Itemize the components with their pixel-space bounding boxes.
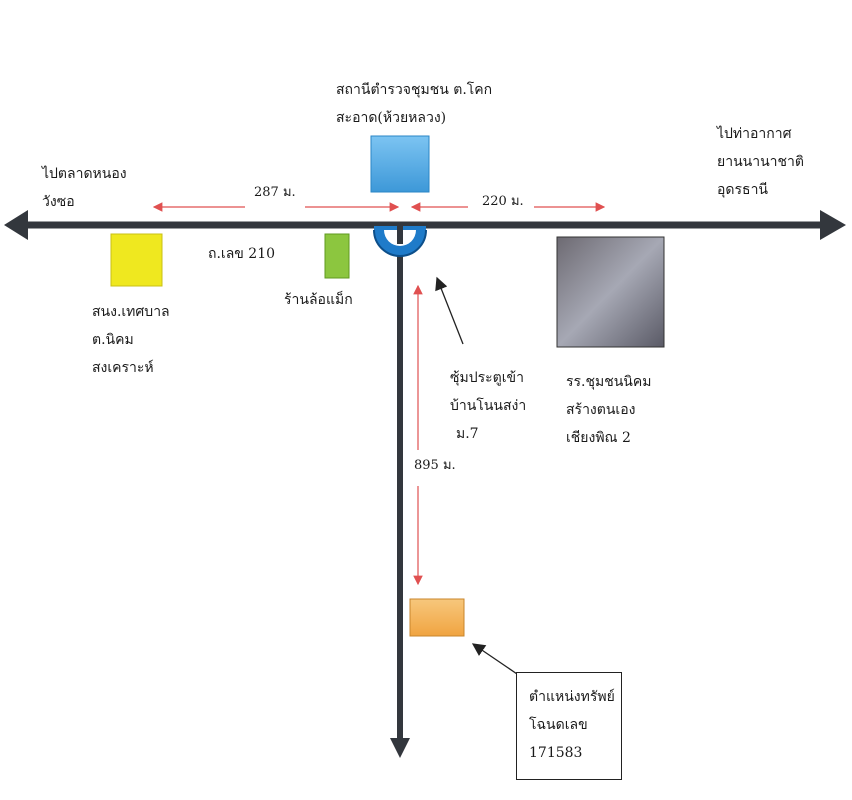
main-road [4, 210, 846, 240]
school-photo [556, 236, 665, 348]
label-line: สร้างตนเอง [566, 402, 636, 418]
gate-pointer-arrow [435, 276, 464, 345]
label-line: วังซอ [42, 194, 75, 210]
property-callout: ตำแหน่งทรัพย์ โฉนดเลข 171583 [516, 672, 622, 780]
distance-left-label: 287 ม. [250, 184, 300, 202]
callout-line: ตำแหน่งทรัพย์ [529, 689, 615, 705]
label-road-name: ถ.เลข 210 [208, 246, 276, 262]
property-box [409, 598, 465, 637]
label-line: อุดรธานี [717, 182, 768, 198]
callout-line: โฉนดเลข [529, 717, 588, 733]
side-road [390, 232, 410, 758]
label-line: สะอาด(ห้วยหลวง) [336, 110, 447, 126]
label-line: รร.ชุมชนนิคม [566, 374, 652, 390]
label-line: สงเคราะห์ [92, 360, 154, 376]
distance-down-label: 895 ม. [410, 457, 460, 475]
label-line: สนง.เทศบาล [92, 304, 170, 320]
label-line: ต.นิคม [92, 332, 134, 348]
label-police-station: สถานีตำรวจชุมชน ต.โคก สะอาด(ห้วยหลวง) [336, 76, 492, 132]
label-line: ไปตลาดหนอง [42, 166, 127, 182]
property-pointer-arrow [471, 643, 521, 677]
label-to-airport: ไปท่าอากาศ ยานนานาชาติ อุดรธานี [717, 120, 804, 204]
label-line: บ้านโนนสง่า [450, 398, 527, 414]
label-line: ยานนานาชาติ [717, 154, 804, 170]
distance-right-label: 220 ม. [478, 193, 528, 211]
label-line: ซุ้มประตูเข้า [450, 370, 524, 386]
label-line: ไปท่าอากาศ [717, 126, 792, 142]
label-village-gate: ซุ้มประตูเข้า บ้านโนนสง่า ม.7 [450, 364, 526, 448]
label-school: รร.ชุมชนนิคม สร้างตนเอง เชียงพิณ 2 [566, 368, 651, 452]
municipal-office-box [110, 233, 163, 287]
police-station-box [370, 135, 430, 193]
label-municipal-office: สนง.เทศบาล ต.นิคม สงเคราะห์ [92, 298, 170, 382]
callout-line: 171583 [529, 745, 583, 761]
label-line: ม.7 [456, 426, 479, 442]
roundabout-icon [373, 226, 427, 257]
label-wheel-shop: ร้านล้อแม็ก [284, 292, 353, 308]
label-line: สถานีตำรวจชุมชน ต.โคก [336, 82, 493, 98]
label-line: เชียงพิณ 2 [566, 430, 631, 446]
wheel-shop-box [324, 233, 350, 279]
label-to-market: ไปตลาดหนอง วังซอ [42, 160, 127, 216]
